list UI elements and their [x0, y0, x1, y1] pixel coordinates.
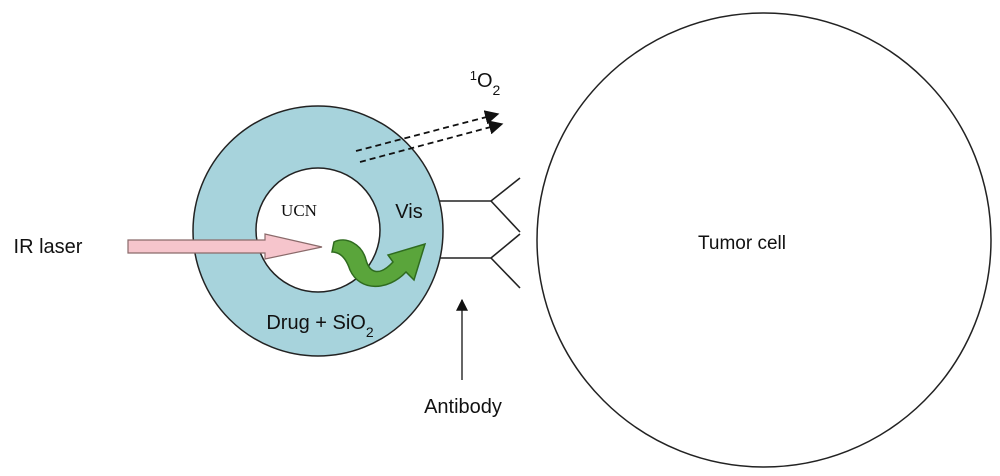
antibody-label: Antibody [424, 396, 502, 418]
oxygen-release-arrow-2 [359, 120, 504, 163]
oxygen-release-arrow-1 [355, 110, 500, 152]
ucn-label: UCN [281, 201, 317, 220]
drug-sio2-label: Drug + SiO2 [266, 312, 373, 340]
tumor-cell [536, 12, 992, 468]
singlet-oxygen-label: 1O2 [470, 68, 501, 99]
vis-label: Vis [395, 201, 422, 223]
antibody-linker [440, 177, 521, 289]
tumor-cell-label: Tumor cell [698, 233, 786, 254]
ir-laser-label: IR laser [14, 236, 83, 258]
ir-laser-arrow [127, 233, 323, 260]
vis-emission-arrow [331, 239, 427, 287]
